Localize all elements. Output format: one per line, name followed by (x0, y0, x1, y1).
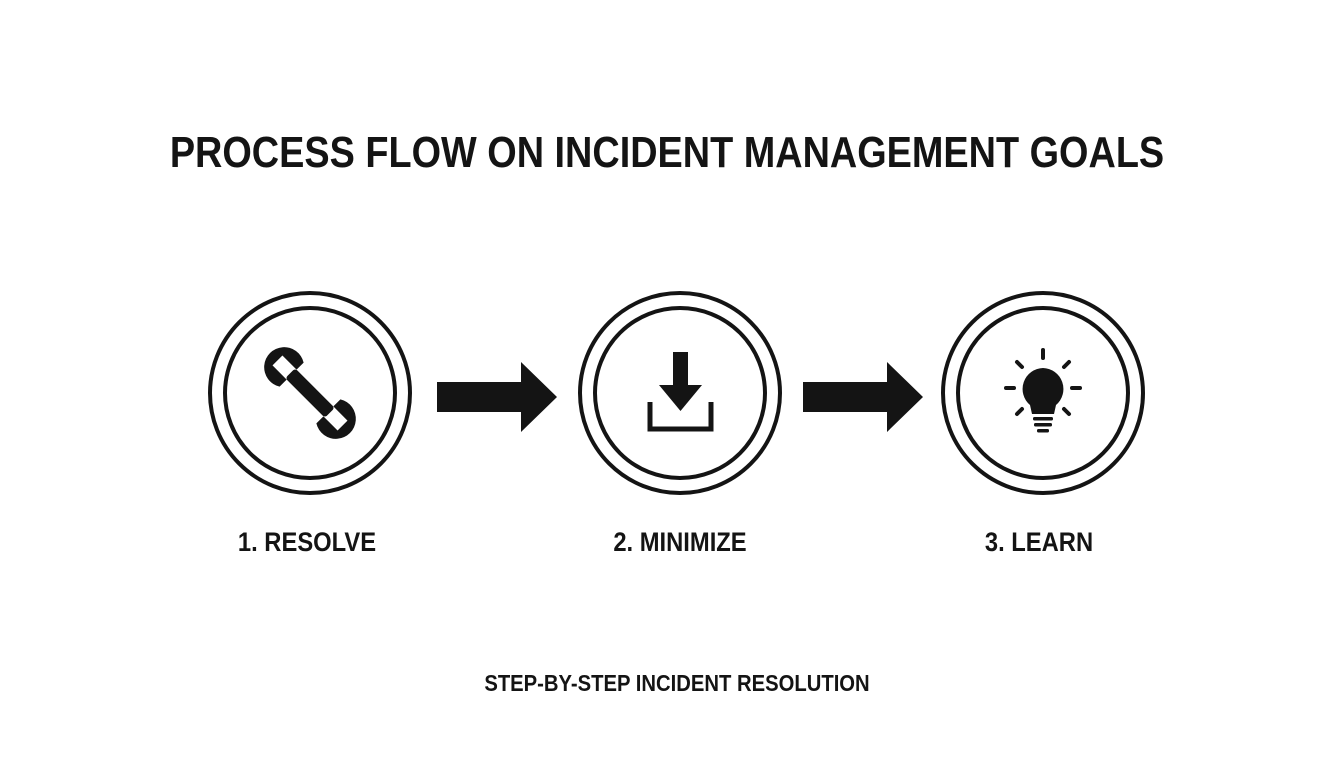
wrench-icon (264, 347, 356, 439)
arrow-right-icon (803, 362, 923, 432)
step-label-minimize: 2. MINIMIZE (613, 527, 747, 557)
diagram-title: PROCESS FLOW ON INCIDENT MANAGEMENT GOAL… (169, 128, 1165, 177)
arrow-right-icon (437, 362, 557, 432)
step-label-learn: 3. LEARN (984, 527, 1094, 557)
diagram-caption: STEP-BY-STEP INCIDENT RESOLUTION (484, 670, 870, 696)
step-minimize (577, 290, 783, 496)
step-learn (940, 290, 1146, 496)
step-label-resolve: 1. RESOLVE (237, 527, 377, 557)
lightbulb-icon (1004, 348, 1082, 433)
step-ring (941, 291, 1145, 495)
step-ring (208, 291, 412, 495)
step-ring (578, 291, 782, 495)
step-resolve (207, 290, 413, 496)
download-tray-icon (647, 352, 714, 432)
